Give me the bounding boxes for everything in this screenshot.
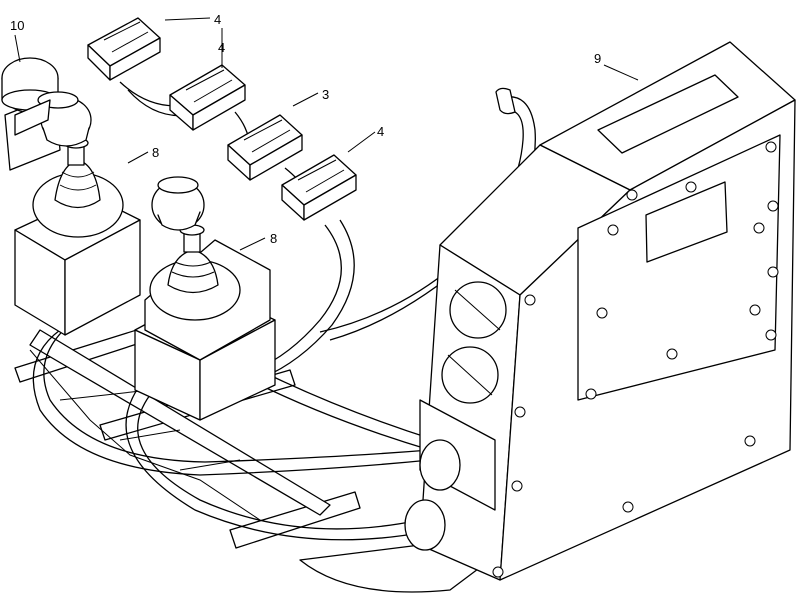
callout-leaders [14,17,639,251]
toggle-switch-1 [87,17,161,81]
callout-label-10: 10 [10,18,24,33]
toggle-switch-4 [281,154,357,221]
callout-label-3: 3 [322,87,329,102]
callout-label-8-first: 8 [152,145,159,160]
callout-label-4-third: 4 [377,124,384,139]
callout-label-4-second: 4 [218,40,225,55]
panel-bolts [492,141,779,578]
control-panel-enclosure [404,41,796,581]
toggle-switch-2 [169,64,246,131]
joystick-2 [134,176,276,421]
toggle-switch-3 [227,114,303,181]
callout-label-8-second: 8 [270,231,277,246]
callout-label-4-top: 4 [214,12,221,27]
joystick-1 [14,91,141,336]
callout-label-9: 9 [594,51,601,66]
panel-base [299,544,491,593]
